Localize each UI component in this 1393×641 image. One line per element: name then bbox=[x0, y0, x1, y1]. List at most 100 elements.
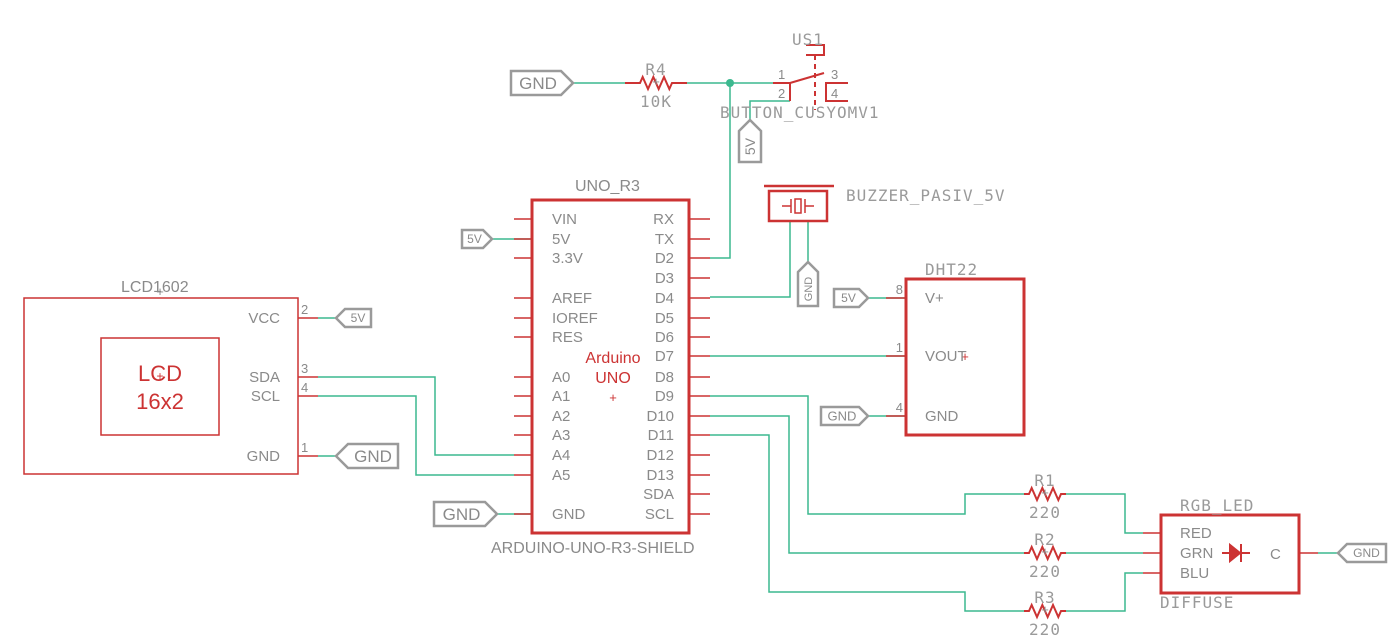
5v-tag-arduino: 5V bbox=[460, 228, 494, 250]
arduino-pin-d8: D8 bbox=[655, 369, 674, 386]
wire-r3-blu bbox=[1066, 572, 1143, 612]
arduino-symbol: UNO_R3 ARDUINO-UNO-R3-SHIELD Arduino UNO… bbox=[491, 178, 710, 557]
lcd-pin-number: 2 bbox=[301, 302, 308, 317]
lcd-body bbox=[23, 297, 299, 475]
wires bbox=[318, 82, 1338, 612]
arduino-pin-d4: D4 bbox=[655, 290, 674, 307]
dht-pin-gnd: GND bbox=[925, 408, 959, 425]
button-pin3: 3 bbox=[831, 67, 838, 82]
lcd-name: LCD1602 bbox=[121, 279, 189, 296]
lcd-pin-sda: SDA bbox=[249, 369, 280, 386]
supply-label: 5V bbox=[841, 291, 856, 305]
arduino-pin-d9: D9 bbox=[655, 388, 674, 405]
resistor-name: R1 bbox=[1034, 471, 1055, 490]
button-name: US1 bbox=[792, 30, 824, 49]
lcd-pin-number: 1 bbox=[301, 440, 308, 455]
dht-name: DHT22 bbox=[925, 260, 978, 279]
lcd-pin-number: 3 bbox=[301, 361, 308, 376]
resistor-value: 220 bbox=[1029, 503, 1061, 522]
lcd-inner-line1: LCD bbox=[138, 361, 182, 386]
lcd-pin-gnd: GND bbox=[247, 448, 281, 465]
dht-pin-vout: VOUT bbox=[925, 348, 967, 365]
resistor-zigzag bbox=[1024, 485, 1066, 503]
arduino-pin-5v: 5V bbox=[552, 231, 570, 248]
wire-junction-d2 bbox=[710, 83, 731, 259]
resistor-name: R2 bbox=[1034, 530, 1055, 549]
arduino-pin-d6: D6 bbox=[655, 329, 674, 346]
lcd-screen bbox=[100, 337, 220, 436]
supply-label: 5V bbox=[467, 232, 482, 246]
resistor-origin-mark: + bbox=[1041, 544, 1049, 559]
5v-tag-lcd: 5V bbox=[334, 307, 373, 329]
button-pin4: 4 bbox=[831, 86, 838, 101]
arduino-pin-d13: D13 bbox=[646, 467, 674, 484]
lcd-pin-number: 4 bbox=[301, 380, 308, 395]
arduino-pin-a4: A4 bbox=[552, 447, 570, 464]
rgb-common-label: C bbox=[1270, 546, 1281, 563]
resistor-value: 220 bbox=[1029, 620, 1061, 639]
arduino-pin-a5: A5 bbox=[552, 467, 570, 484]
wire-button-5v bbox=[749, 100, 790, 120]
buzzer-name: BUZZER_PASIV_5V bbox=[846, 186, 1006, 205]
button-pin1: 1 bbox=[778, 67, 785, 82]
gnd-tag-top: GND bbox=[509, 69, 575, 97]
dht-origin-mark: + bbox=[961, 349, 969, 364]
wire-d9-r1 bbox=[710, 395, 1024, 515]
rgb-name: RGB_LED bbox=[1180, 496, 1254, 515]
arduino-pin-d12: D12 bbox=[646, 447, 674, 464]
arduino-pin-aref: AREF bbox=[552, 290, 592, 307]
arduino-pin-res: RES bbox=[552, 329, 583, 346]
button-contact-right bbox=[825, 82, 848, 102]
arduino-body bbox=[530, 198, 691, 535]
gnd-tag-buzzer: GND bbox=[796, 260, 820, 308]
lcd-pin-vcc: VCC bbox=[248, 310, 280, 327]
rgb-pin-grn: GRN bbox=[1180, 545, 1213, 562]
wire-d10-r2 bbox=[710, 415, 1024, 554]
gnd-tag-lcd: GND bbox=[334, 442, 400, 470]
supply-label: GND bbox=[354, 447, 392, 466]
arduino-pin-ioref: IOREF bbox=[552, 310, 598, 327]
dht-pin-v+: V+ bbox=[925, 290, 944, 307]
dht-pin-number: 4 bbox=[896, 400, 903, 415]
supply-tags: GND 5V GND 5V GND 5V GND GND 5V GND bbox=[334, 69, 1388, 564]
gnd-tag-dht: GND bbox=[819, 405, 870, 427]
gnd-tag-rgb: GND bbox=[1336, 542, 1388, 564]
wire-d11-r3 bbox=[710, 434, 1024, 612]
supply-label: GND bbox=[1353, 546, 1380, 560]
arduino-pin-gnd: GND bbox=[552, 506, 586, 523]
resistor-name: R4 bbox=[645, 60, 666, 79]
buzzer-symbol bbox=[764, 184, 834, 223]
supply-label: GND bbox=[519, 74, 557, 93]
button-switch-arm bbox=[789, 72, 825, 84]
arduino-pin-d11: D11 bbox=[648, 427, 674, 444]
arduino-pin-a3: A3 bbox=[552, 427, 570, 444]
supply-label: GND bbox=[828, 409, 857, 424]
dht-pin-number: 8 bbox=[896, 282, 903, 297]
resistor-origin-mark: + bbox=[1041, 602, 1049, 617]
supply-label: GND bbox=[803, 277, 815, 302]
dht-pin-number: 1 bbox=[896, 340, 903, 355]
arduino-pin-3.3v: 3.3V bbox=[552, 250, 583, 267]
arduino-pin-tx: TX bbox=[655, 231, 674, 248]
resistor-origin-mark: + bbox=[1041, 485, 1049, 500]
5v-tag-dht: 5V bbox=[832, 287, 870, 309]
led-diode-icon bbox=[1222, 542, 1250, 564]
junction-dot bbox=[726, 79, 734, 87]
arduino-center-line2: UNO bbox=[595, 370, 631, 387]
arduino-pin-d3: D3 bbox=[655, 270, 674, 287]
button-symbol bbox=[773, 44, 848, 110]
arduino-name: UNO_R3 bbox=[575, 178, 640, 195]
resistor-name: R3 bbox=[1034, 588, 1055, 607]
arduino-pin-d2: D2 bbox=[655, 250, 674, 267]
wire-buzzer-d4 bbox=[710, 222, 791, 298]
